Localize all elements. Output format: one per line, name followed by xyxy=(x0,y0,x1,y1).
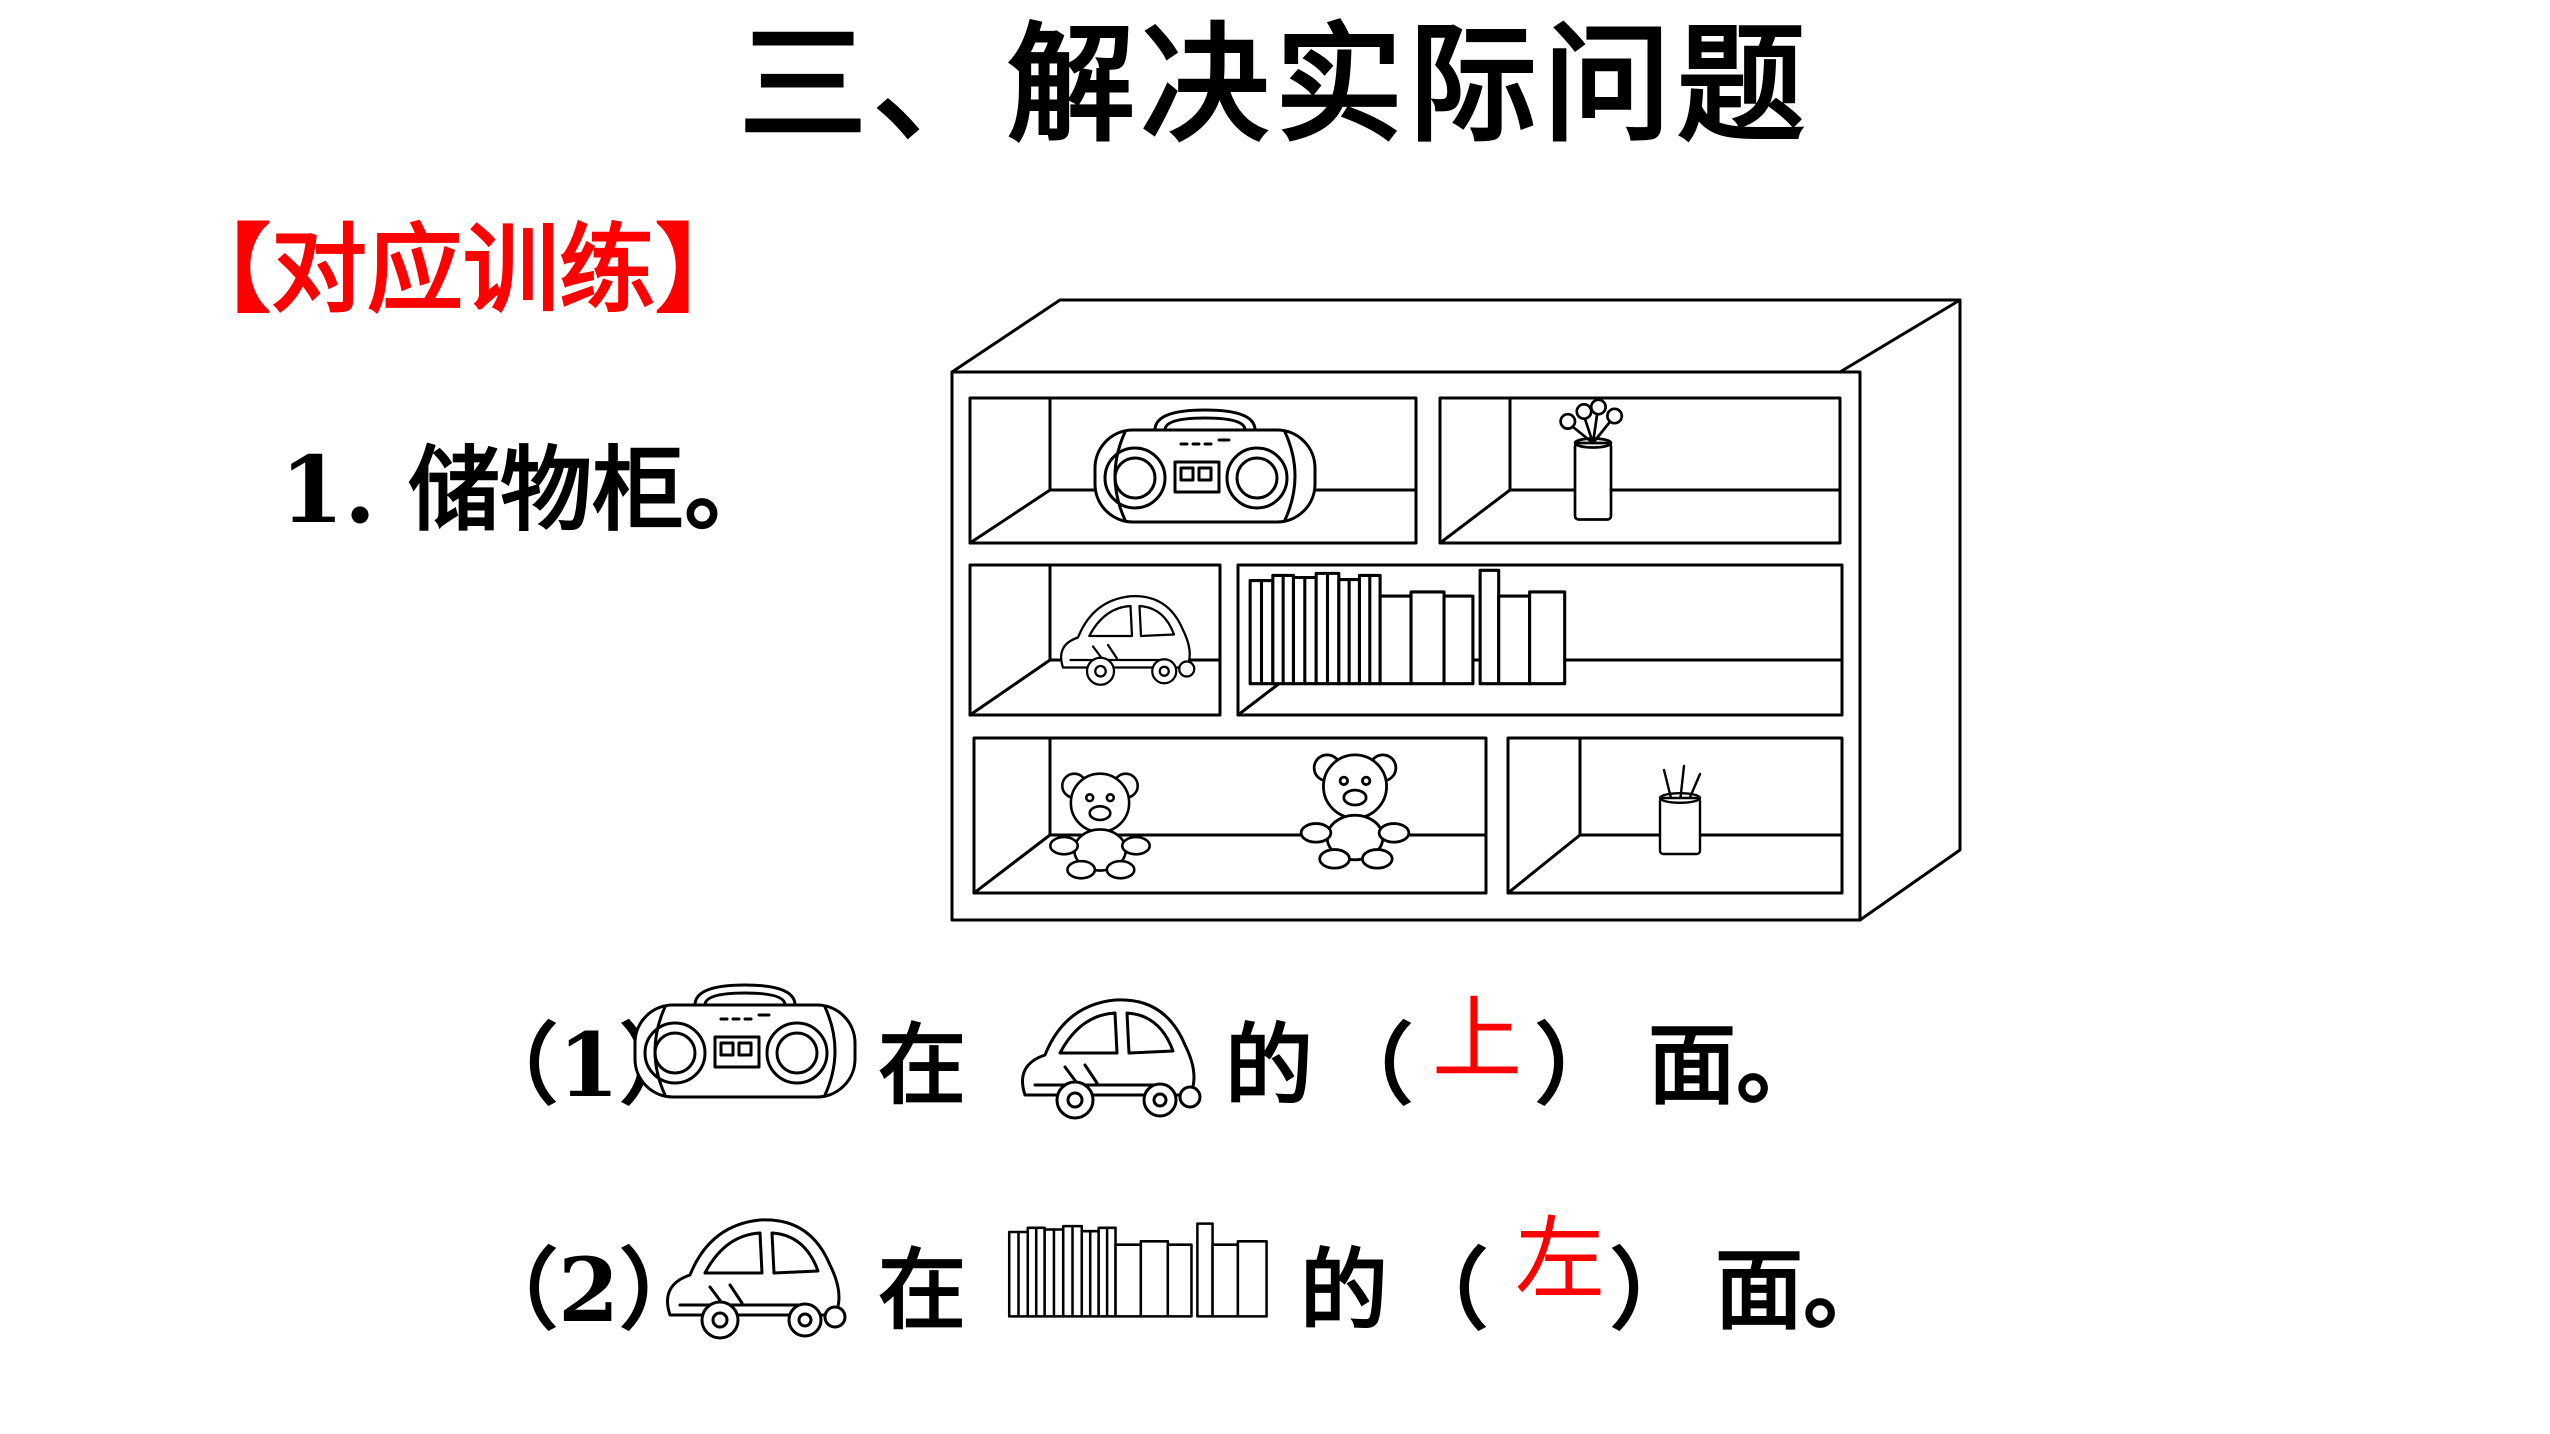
compartment xyxy=(972,736,1488,895)
radio-icon xyxy=(1093,408,1317,524)
sentence-2-possessive: 的 xyxy=(1300,1238,1389,1342)
section-label: 【对应训练】 xyxy=(175,213,751,326)
pencil-cup-icon xyxy=(1658,764,1702,856)
sentence-2-answer: 左 xyxy=(1515,1207,1605,1312)
question-number: 1. xyxy=(280,436,377,544)
books-icon xyxy=(1007,1222,1269,1318)
compartment xyxy=(968,396,1418,545)
sentence-2-index: （2） xyxy=(470,1238,708,1342)
sentence-2-close-paren: ） xyxy=(1610,1238,1699,1342)
question-text: 储物柜。 xyxy=(408,436,777,544)
sentence-2-ending: 面。 xyxy=(1715,1238,1892,1342)
page-title: 三、解决实际问题 xyxy=(738,10,1811,160)
car-icon xyxy=(1060,594,1196,686)
sentence-1-ending: 面。 xyxy=(1648,1013,1825,1117)
sentence-1-possessive: 的 xyxy=(1225,1013,1314,1117)
sentence-2-open-paren: （ xyxy=(1400,1238,1489,1342)
sentence-1-open-paren: （ xyxy=(1325,1013,1414,1117)
question-heading: 1. 储物柜。 xyxy=(280,430,776,550)
car-icon xyxy=(666,1218,847,1340)
compartment xyxy=(968,563,1222,717)
compartment xyxy=(1236,563,1844,717)
sentence-1-answer: 上 xyxy=(1432,987,1522,1092)
car-icon xyxy=(1021,998,1202,1120)
flower-vase-icon xyxy=(1559,398,1624,521)
sentence-2-verb: 在 xyxy=(878,1238,967,1342)
teddy-bear-icon xyxy=(1299,753,1411,870)
books-icon xyxy=(1248,568,1567,686)
teddy-bear-icon xyxy=(1049,772,1151,880)
compartment xyxy=(1438,396,1842,545)
sentence-1-close-paren: ） xyxy=(1535,1013,1624,1117)
compartment xyxy=(1506,736,1844,895)
sentence-1-verb: 在 xyxy=(878,1013,967,1117)
storage-cabinet-illustration xyxy=(950,298,1962,922)
radio-icon xyxy=(633,983,857,1099)
